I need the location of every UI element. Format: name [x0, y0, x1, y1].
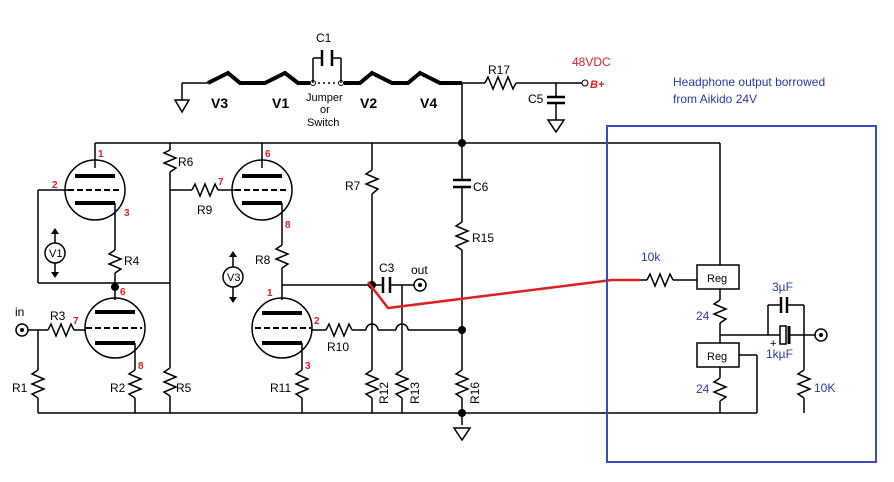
c3-label: C3	[379, 261, 395, 275]
added-red-wire	[367, 278, 640, 310]
r4-label: R4	[124, 254, 140, 268]
switch-label: Switch	[307, 117, 339, 129]
r6-label: R6	[178, 155, 194, 169]
r24a-label: 24	[696, 309, 710, 323]
heater-v3-label: V3	[211, 95, 228, 111]
r10-label: R10	[327, 340, 349, 354]
r8-label: R8	[255, 253, 271, 267]
r11-label: R11	[270, 381, 291, 395]
c1kuf-label: 1kµF	[766, 347, 793, 361]
reg1-label: Reg	[707, 273, 727, 285]
headphone-section-box	[606, 125, 877, 463]
pin-2-tube1: 2	[52, 180, 58, 191]
pin-8-tube2: 8	[138, 361, 144, 372]
heater-string	[173, 50, 589, 134]
r15-label: R15	[472, 231, 494, 245]
pin-8-tube3: 8	[285, 220, 291, 231]
pin-3-tube1: 3	[124, 208, 130, 219]
in-label: in	[15, 305, 24, 319]
r1-label: R1	[12, 381, 28, 395]
r3-label: R3	[50, 309, 66, 323]
pin-7-tube2: 7	[73, 316, 79, 327]
c6-label: C6	[473, 180, 489, 194]
r2-label: R2	[110, 381, 126, 395]
r24b-label: 24	[696, 382, 710, 396]
heater-v4-label: V4	[420, 95, 437, 111]
jumper-or-label: or	[320, 104, 330, 116]
tube-1-top	[64, 159, 126, 250]
note-line1: Headphone output borrowed	[673, 75, 825, 89]
supply-voltage-label: 48VDC	[572, 55, 611, 69]
r9-label: R9	[197, 203, 213, 217]
r7-label: R7	[345, 179, 361, 193]
r17-label: R17	[488, 63, 510, 77]
meter-v3-label: V3	[227, 272, 240, 284]
r10k-label: 10k	[641, 250, 661, 264]
r12-label: R12	[377, 382, 391, 404]
r5-label: R5	[176, 381, 192, 395]
tube-4-bottom	[251, 297, 313, 370]
pin-1-tube1: 1	[98, 149, 104, 160]
headphone-section: +	[640, 143, 828, 414]
pin-3-tube4: 3	[305, 361, 311, 372]
note-line2: from Aikido 24V	[673, 92, 757, 106]
pin-2-tube4: 2	[314, 316, 320, 327]
pin-7-tube3: 7	[218, 177, 224, 188]
jumper-label: Jumper	[306, 92, 343, 104]
bplus-label: B+	[590, 79, 605, 91]
tube-2-bottom	[84, 297, 146, 370]
polarity-plus: +	[770, 338, 776, 350]
c3uf-label: 3µF	[772, 280, 793, 294]
heater-v2-label: V2	[360, 95, 377, 111]
r16-label: R16	[468, 382, 482, 404]
pin-1-tube4: 1	[267, 288, 273, 299]
c5-label: C5	[528, 92, 544, 106]
pin-6-tube2: 6	[120, 287, 126, 298]
r10kb-label: 10K	[814, 381, 835, 395]
out-label: out	[411, 263, 428, 277]
reg2-label: Reg	[707, 351, 727, 363]
tube-3-top	[231, 159, 293, 245]
c1-label: C1	[316, 31, 332, 45]
heater-v1-label: V1	[272, 95, 289, 111]
pin-6-tube3: 6	[265, 149, 271, 160]
r13-label: R13	[408, 382, 422, 404]
meter-v1-label: V1	[49, 248, 62, 260]
